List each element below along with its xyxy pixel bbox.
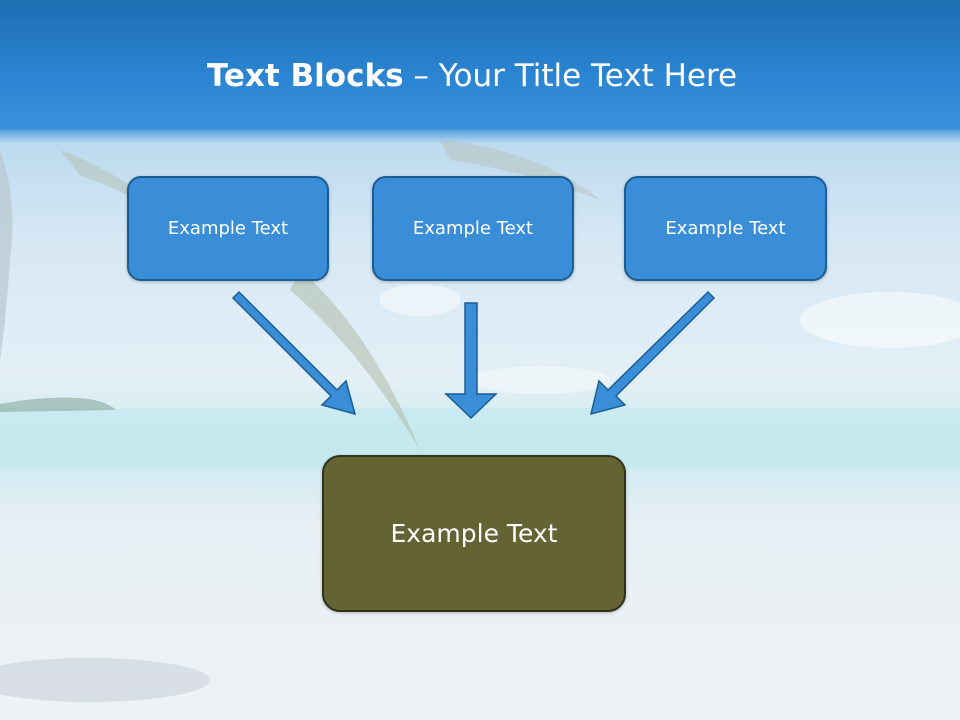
- result-block[interactable]: Example Text: [322, 455, 626, 612]
- result-block-label: Example Text: [390, 519, 558, 548]
- text-block-1[interactable]: Example Text: [127, 176, 329, 281]
- text-block-3[interactable]: Example Text: [624, 176, 827, 281]
- title-rest-text: Your Title Text Here: [438, 58, 738, 94]
- arrow-left: [231, 290, 357, 416]
- slide-title: Text Blocks – Your Title Text Here: [0, 56, 944, 96]
- text-block-2-label: Example Text: [412, 218, 534, 239]
- title-band: [0, 0, 960, 144]
- text-block-1-label: Example Text: [167, 218, 289, 239]
- arrow-middle: [444, 302, 498, 420]
- title-bold-text: Text Blocks: [206, 58, 404, 94]
- text-block-3-label: Example Text: [665, 218, 786, 239]
- arrow-right: [589, 290, 716, 416]
- title-separator: –: [403, 58, 439, 94]
- text-block-2[interactable]: Example Text: [372, 176, 574, 281]
